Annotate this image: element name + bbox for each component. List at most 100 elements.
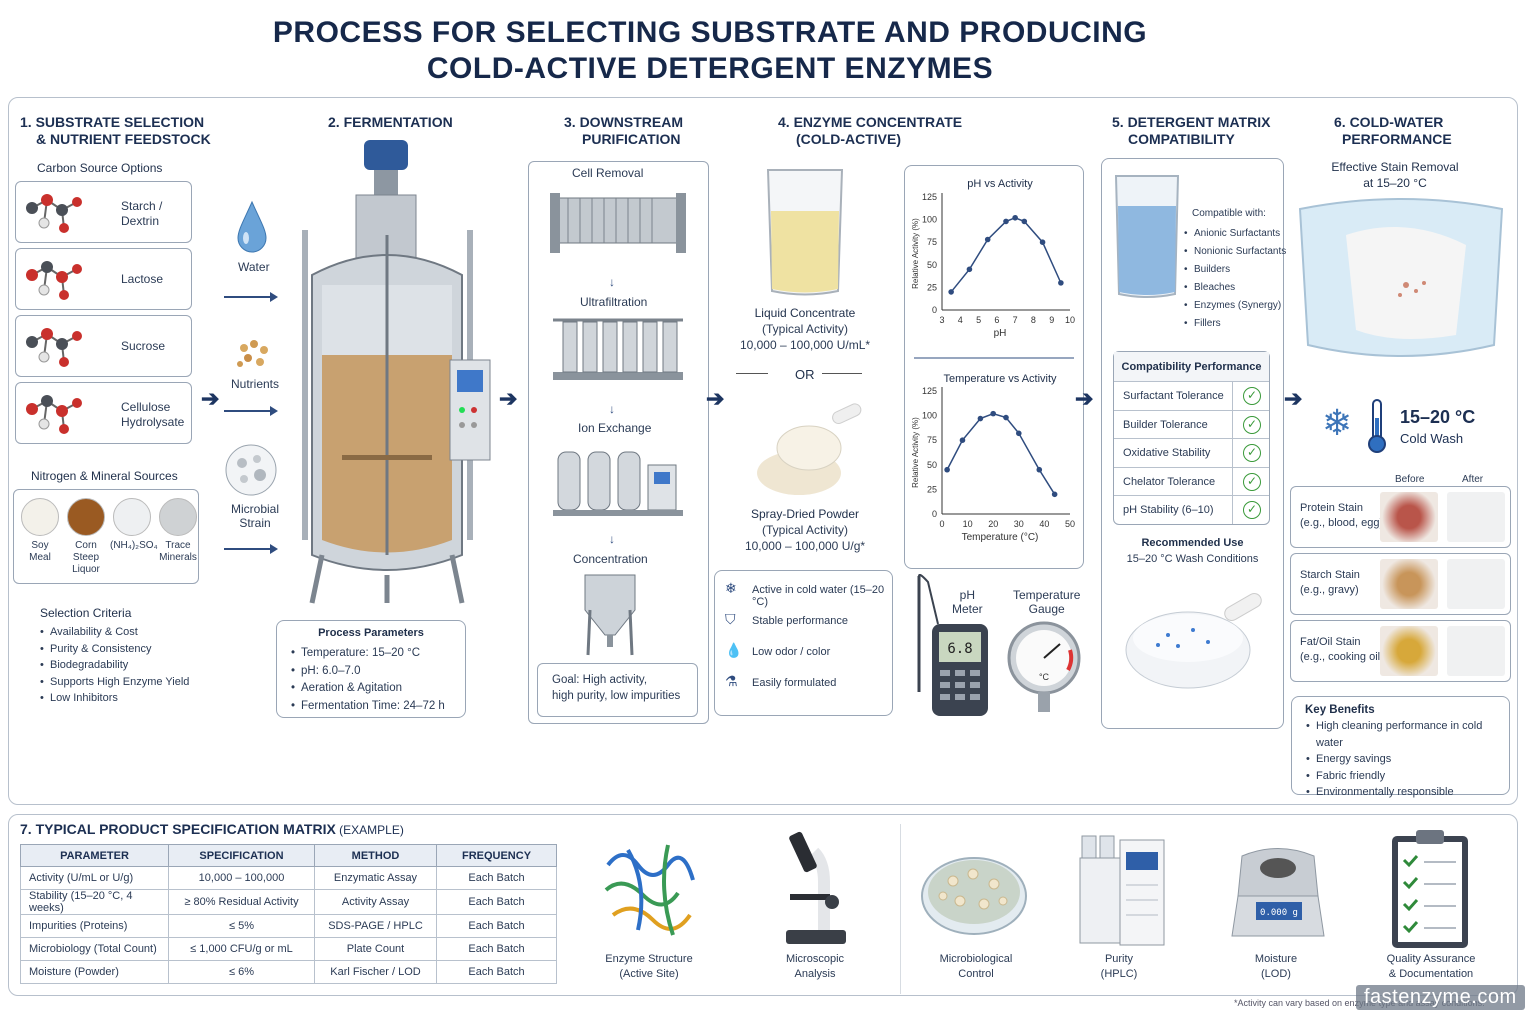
table-cell: 10,000 – 100,000 <box>168 866 315 890</box>
x-tick-label: 10 <box>1065 315 1075 325</box>
list-item: Availability & Cost <box>40 624 189 641</box>
concentrator-image <box>580 570 640 665</box>
compatible-list: Anionic SurfactantsNonionic SurfactantsB… <box>1184 225 1286 333</box>
qc-label: Enzyme Structure(Active Site) <box>605 953 693 980</box>
x-tick-label: 50 <box>1065 519 1075 529</box>
criteria-list: Availability & CostPurity & ConsistencyB… <box>40 624 189 707</box>
powder-sample-icon <box>159 498 197 536</box>
x-tick-label: 5 <box>976 315 981 325</box>
list-item: Environmentally responsible <box>1306 784 1509 801</box>
molecule-icon <box>22 322 92 377</box>
x-tick-label: 8 <box>1031 315 1036 325</box>
snowflake-icon: ❄ <box>725 581 737 597</box>
before-label: Before <box>1395 474 1425 485</box>
y-tick-label: 50 <box>927 260 937 270</box>
perf-row: Surfactant Tolerance✓ <box>1114 382 1269 411</box>
x-tick-label: 6 <box>994 315 999 325</box>
list-item: Builders <box>1184 261 1286 279</box>
stain-example: (e.g., blood, egg) <box>1300 517 1384 529</box>
blue-beaker-image <box>1112 172 1182 305</box>
after-swatch <box>1447 559 1505 609</box>
liquid-beaker-image <box>760 166 850 306</box>
data-point <box>1058 280 1064 286</box>
data-point <box>966 266 973 273</box>
ion-exchange-image <box>548 440 688 535</box>
table-row: Stability (15–20 °C, 4 weeks)≥ 80% Resid… <box>20 889 557 915</box>
data-point <box>977 415 984 422</box>
table-cell: Each Batch <box>436 937 557 961</box>
data-point <box>1003 414 1009 421</box>
nutrients-label: Nutrients <box>231 377 280 391</box>
chart-title: pH vs Activity <box>967 178 1033 190</box>
step-cell-removal: Cell Removal <box>572 166 644 180</box>
data-point <box>1051 491 1058 498</box>
feature-label: Stable performance <box>752 615 848 627</box>
arrow-1-2: ➔ <box>201 386 220 411</box>
after-swatch <box>1447 492 1505 542</box>
carbon-source-label: Lactose <box>121 272 164 286</box>
table-cell: Impurities (Proteins) <box>20 914 169 938</box>
y-tick-label: 75 <box>927 435 937 445</box>
list-item: Energy savings <box>1306 751 1509 768</box>
x-tick-label: 30 <box>1014 519 1024 529</box>
perf-row: pH Stability (6–10)✓ <box>1114 496 1269 525</box>
table-row: Microbiology (Total Count)≤ 1,000 CFU/g … <box>20 937 557 961</box>
feature-label: Active in cold water (15–20 °C) <box>752 584 885 608</box>
snowflake-icon: ❄ <box>1322 402 1353 443</box>
or-label: OR <box>795 367 815 382</box>
stain-name: Fat/Oil Stain <box>1300 636 1361 648</box>
hplc-image <box>1070 830 1170 955</box>
table-cell: Each Batch <box>436 889 557 915</box>
molecule-icon <box>22 188 92 243</box>
microbe-arrow <box>224 544 278 554</box>
qc-label: Moisture(LOD) <box>1254 953 1298 980</box>
perf-label: Chelator Tolerance <box>1123 475 1216 488</box>
step-ultrafiltration: Ultrafiltration <box>580 295 648 309</box>
table-cell: Each Batch <box>436 866 557 890</box>
data-point <box>984 236 991 243</box>
s4-heading: 4. ENZYME CONCENTRATE(COLD-ACTIVE) <box>778 114 963 147</box>
qc-label: Quality Assurance& Documentation <box>1386 953 1476 980</box>
nitrogen-source-item: (NH₄)₂SO₄ <box>110 498 158 552</box>
molecule-icon <box>22 389 92 444</box>
table-row: Impurities (Proteins)≤ 5%SDS-PAGE / HPLC… <box>20 914 557 938</box>
list-item: Biodegradability <box>40 657 189 674</box>
protein-structure-image <box>598 835 698 950</box>
perf-label: Builder Tolerance <box>1123 418 1208 431</box>
y-tick-label: 100 <box>922 411 937 421</box>
y-tick-label: 125 <box>922 386 937 396</box>
goal-box: Goal: High activity, high purity, low im… <box>537 663 698 717</box>
list-item: pH: 6.0–7.0 <box>291 663 465 681</box>
after-swatch <box>1447 626 1505 676</box>
data-point <box>1036 466 1043 473</box>
table-cell: Activity (U/mL or U/g) <box>20 866 169 890</box>
ultrafiltration-image <box>548 312 688 402</box>
cold-wash-temp: 15–20 °C <box>1400 407 1476 427</box>
perf-row: Builder Tolerance✓ <box>1114 410 1269 439</box>
x-axis-label: pH <box>994 328 1007 339</box>
detergent-bowl-image <box>1118 590 1268 705</box>
y-tick-label: 125 <box>922 192 937 202</box>
list-item: Enzymes (Synergy) <box>1184 297 1286 315</box>
x-tick-label: 10 <box>963 519 973 529</box>
x-tick-label: 40 <box>1039 519 1049 529</box>
table-cell: Stability (15–20 °C, 4 weeks) <box>20 889 169 915</box>
data-point <box>990 410 996 417</box>
compatible-title: Compatible with: <box>1192 208 1266 219</box>
stain-row: Fat/Oil Stain(e.g., cooking oil) <box>1290 620 1511 682</box>
perf-title: Compatibility Performance <box>1114 352 1269 382</box>
table-cell: ≤ 6% <box>168 960 315 984</box>
x-axis-label: Temperature (°C) <box>962 532 1039 543</box>
list-item: Nonionic Surfactants <box>1184 243 1286 261</box>
s1-heading: 1. SUBSTRATE SELECTION& NUTRIENT FEEDSTO… <box>20 114 211 147</box>
carbon-source-label: Sucrose <box>121 339 166 353</box>
nitrogen-title: Nitrogen & Mineral Sources <box>31 469 178 483</box>
y-tick-label: 0 <box>932 305 937 315</box>
